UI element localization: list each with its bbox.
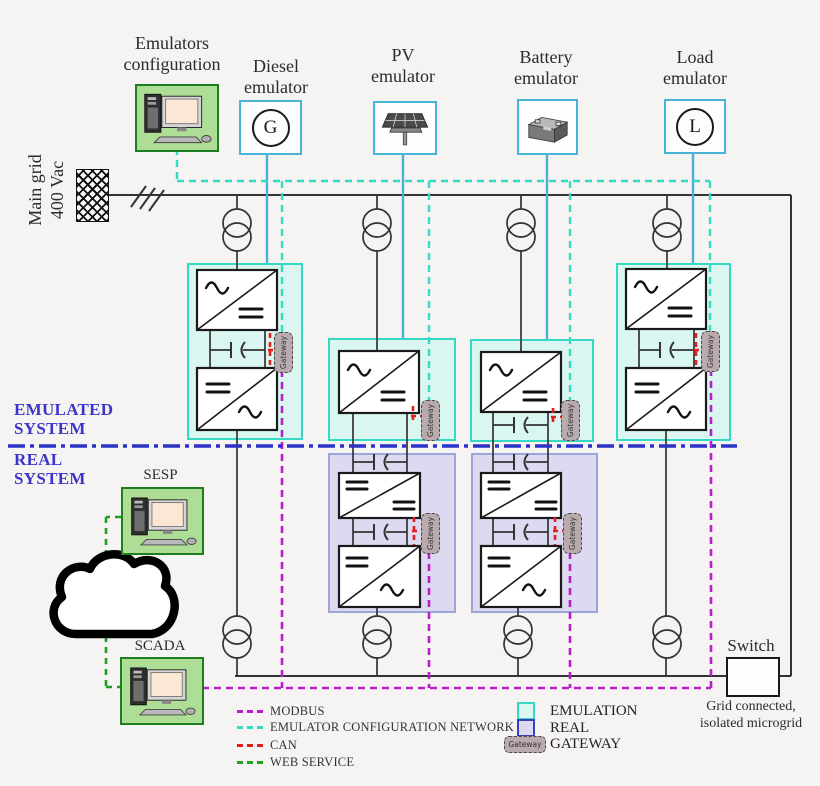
legend-emulation: EMULATION: [517, 702, 638, 720]
legend-modbus: MODBUS: [237, 704, 325, 719]
pv-emulator-box: [373, 101, 437, 155]
switch-label: Switch: [727, 636, 775, 655]
config-network-line-sample: [237, 726, 263, 729]
modbus-line-sample: [237, 710, 263, 713]
battery-emulator-box: [517, 99, 578, 155]
legend-gateway: Gateway GATEWAY: [504, 736, 621, 753]
scada-computer: [120, 657, 204, 725]
main-grid-label: Main grid 400 Vac: [25, 154, 67, 226]
scada-label: SCADA: [134, 638, 186, 654]
gateway-battery-real: Gateway: [563, 513, 582, 554]
transformer-symbols: [222, 208, 682, 659]
computer-icon: [130, 667, 196, 716]
emulators-configuration-computer: [135, 84, 219, 152]
load-emulator-box: L: [664, 99, 726, 154]
column-wires: [209, 195, 695, 676]
switch-box: [726, 657, 780, 697]
generator-icon: G: [251, 108, 290, 147]
ac-bus-lines: [107, 185, 792, 677]
gateway-load: Gateway: [701, 331, 720, 372]
legend-can: CAN: [237, 738, 297, 753]
solar-panel-icon: [381, 113, 429, 146]
modbus-lines: [202, 369, 713, 690]
gateway-battery-emulation: Gateway: [561, 400, 580, 441]
load-icon: L: [676, 107, 714, 146]
sesp-computer: [121, 487, 204, 555]
legend-real: REAL: [517, 719, 589, 737]
gateway-diesel: Gateway: [274, 332, 293, 373]
legend-config-network: EMULATOR CONFIGURATION NETWORK: [237, 720, 514, 735]
emulator-link-lines: [265, 150, 695, 339]
gateway-chip-sample: Gateway: [504, 736, 546, 753]
can-line-sample: [237, 744, 263, 747]
gateway-pv-emulation: Gateway: [421, 400, 440, 441]
computer-icon: [130, 497, 197, 546]
legend-web-service: WEB SERVICE: [237, 755, 354, 770]
sesp-label: SESP: [143, 467, 178, 483]
real-box-sample: [517, 719, 535, 737]
grid-connection-note: Grid connected,isolated microgrid: [699, 699, 803, 731]
emulation-box-sample: [517, 702, 535, 720]
config-network-lines: [175, 148, 712, 401]
cloud-icon: [49, 550, 179, 639]
battery-icon: [527, 116, 568, 143]
web-service-line-sample: [237, 761, 263, 764]
main-grid-symbol: [76, 169, 109, 222]
dc-link-capacitors: [230, 341, 675, 541]
diesel-emulator-box: G: [239, 100, 302, 155]
gateway-pv-real: Gateway: [421, 513, 440, 554]
computer-icon: [144, 93, 212, 144]
converter-blocks: [195, 267, 708, 609]
